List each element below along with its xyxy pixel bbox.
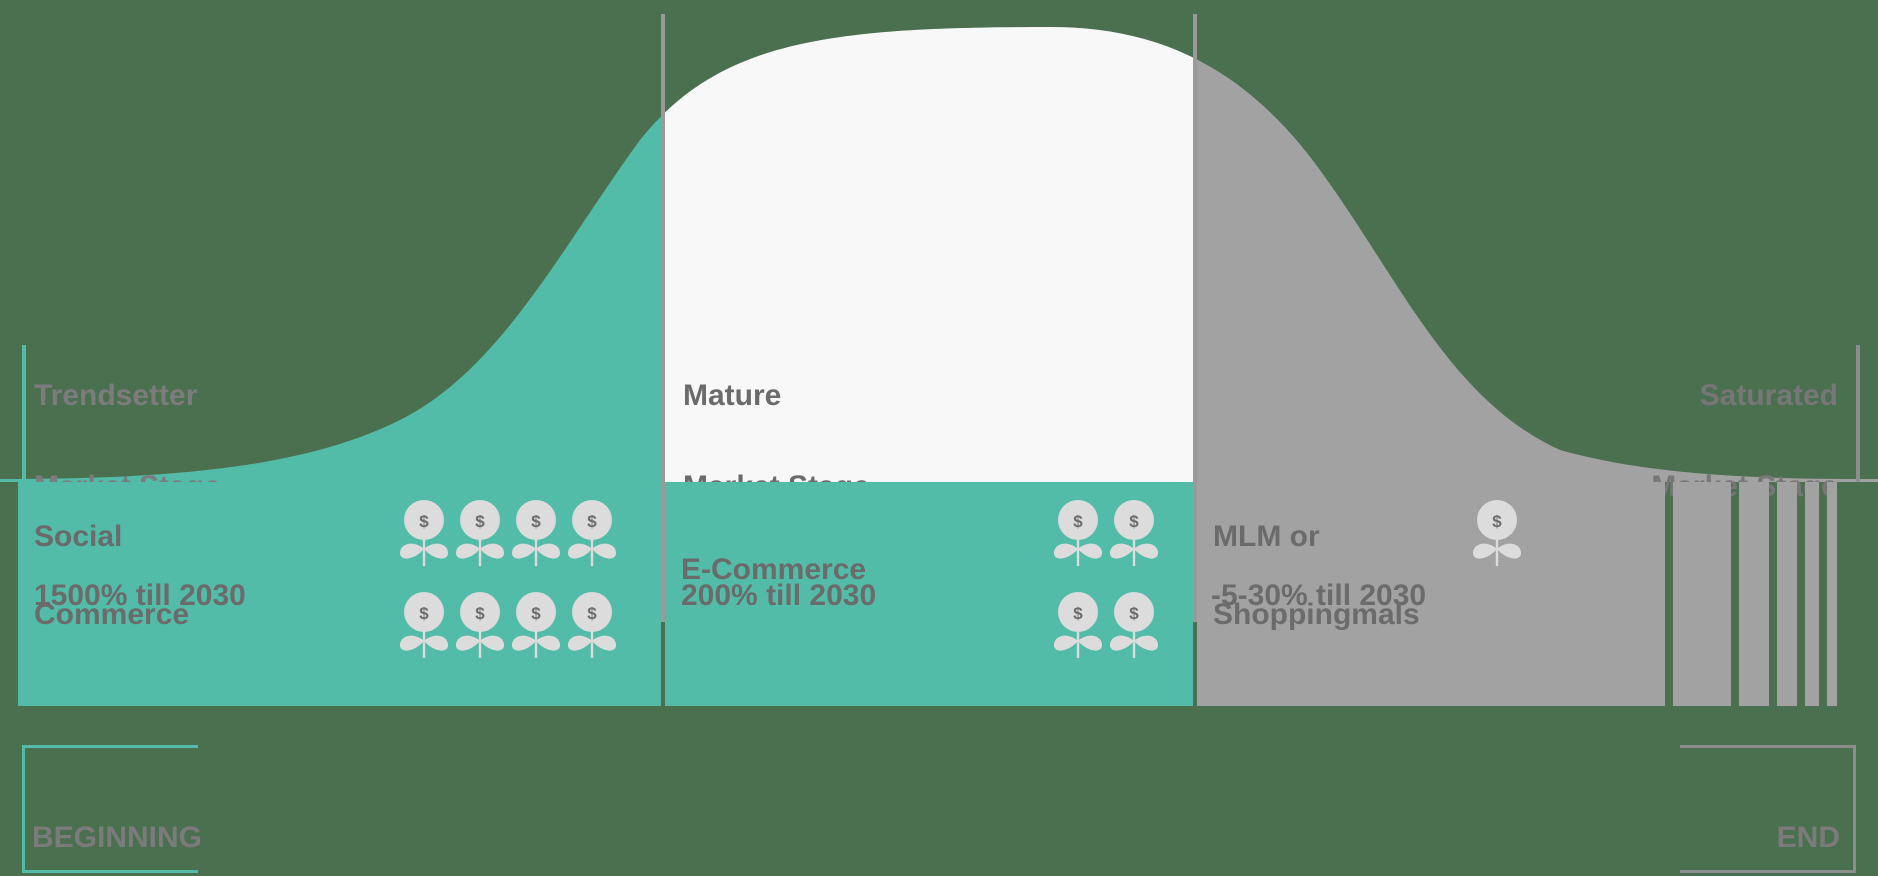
svg-text:$: $: [1492, 512, 1502, 531]
stage-label-trendsetter-line1: Trendsetter: [34, 378, 198, 412]
bar-label-mlm-line2: Shoppingmals: [1213, 598, 1420, 631]
bar-rate-social-commerce: 1500% till 2030: [34, 579, 246, 612]
bar-rate-e-commerce: 200% till 2030: [681, 579, 877, 612]
flower-group-e-commerce: $ $ $ $: [1052, 500, 1164, 684]
growth-bar-row: Social Commerce 1500% till 2030 E-Commer…: [0, 482, 1878, 706]
money-flower: $: [454, 500, 506, 570]
curve-fill-group: [0, 27, 1878, 482]
bar-rate-mlm-shoppingmals: -5-30% till 2030: [1211, 579, 1427, 612]
money-flower-icon: $: [1472, 500, 1522, 566]
bar-trailing-segment-2: [1739, 482, 1769, 706]
money-flower-icon: $: [1053, 500, 1103, 566]
svg-text:$: $: [587, 512, 597, 531]
svg-text:$: $: [419, 512, 429, 531]
money-flower: $: [566, 500, 618, 570]
bracket-beginning-bottom: [22, 870, 198, 873]
svg-text:$: $: [419, 604, 429, 623]
bar-label-mlm-line1: MLM or: [1213, 520, 1320, 553]
endpoint-label-end: END of Business: [1670, 768, 1840, 876]
money-flower-icon: $: [567, 500, 617, 566]
money-flower: $: [454, 592, 506, 662]
money-flower-icon: $: [1109, 500, 1159, 566]
bar-trailing-segment-3: [1777, 482, 1797, 706]
flower-group-social-commerce: $ $ $ $ $ $ $ $: [398, 500, 622, 684]
svg-text:$: $: [1129, 512, 1139, 531]
money-flower-icon: $: [511, 592, 561, 658]
bar-label-social-commerce: Social Commerce: [16, 478, 189, 673]
money-flower: $: [1471, 500, 1523, 570]
bracket-end-top: [1680, 745, 1856, 748]
svg-text:$: $: [1073, 512, 1083, 531]
endpoint-end-line1: END: [1776, 820, 1840, 854]
money-flower-icon: $: [1053, 592, 1103, 658]
bar-e-commerce[interactable]: [665, 482, 1193, 706]
curve-segment-saturated: [1193, 57, 1878, 482]
bar-trailing-segment-1: [1673, 482, 1731, 706]
svg-text:$: $: [475, 512, 485, 531]
svg-text:$: $: [1129, 604, 1139, 623]
money-flower: $: [1052, 500, 1104, 570]
stage-label-saturated-line1: Saturated: [1699, 378, 1838, 412]
money-flower: $: [1108, 500, 1160, 570]
money-flower: $: [1052, 592, 1104, 662]
svg-text:$: $: [475, 604, 485, 623]
axis-line-left: [22, 345, 26, 482]
money-flower: $: [566, 592, 618, 662]
curve-segment-trendsetter: [0, 116, 661, 482]
curve-segment-mature: [661, 27, 1193, 482]
svg-text:$: $: [1073, 604, 1083, 623]
money-flower: $: [1108, 592, 1160, 662]
stage-divider-1: [661, 14, 665, 622]
bracket-end-vertical: [1853, 745, 1856, 873]
bracket-end-bottom: [1680, 870, 1856, 873]
bar-label-e-commerce: E-Commerce: [663, 511, 866, 628]
bar-label-e-commerce-line1: E-Commerce: [681, 553, 867, 586]
bar-mlm-shoppingmals[interactable]: [1197, 482, 1665, 706]
endpoint-label-beginning: BEGINNING of Business: [32, 768, 202, 876]
money-flower-icon: $: [455, 500, 505, 566]
money-flower: $: [510, 592, 562, 662]
flower-group-mlm: $: [1471, 500, 1527, 592]
bracket-beginning-vertical: [22, 745, 25, 873]
bar-trailing-segment-4: [1805, 482, 1819, 706]
money-flower: $: [398, 500, 450, 570]
stage-divider-2: [1193, 14, 1197, 622]
axis-line-right: [1856, 345, 1860, 482]
endpoint-beginning-line1: BEGINNING: [32, 820, 203, 854]
money-flower-icon: $: [455, 592, 505, 658]
money-flower-icon: $: [1109, 592, 1159, 658]
bracket-end: [1678, 745, 1856, 873]
money-flower: $: [510, 500, 562, 570]
stage-label-saturated: Saturated Market Stage: [1651, 327, 1838, 555]
money-flower-icon: $: [567, 592, 617, 658]
bar-label-mlm-shoppingmals: MLM or Shoppingmals: [1195, 478, 1420, 673]
money-flower-icon: $: [399, 500, 449, 566]
svg-text:$: $: [531, 604, 541, 623]
stage-label-mature-line1: Mature: [683, 378, 782, 412]
bar-label-social-commerce-line1: Social: [34, 520, 123, 553]
bar-trailing-segment-5: [1827, 482, 1837, 706]
money-flower: $: [398, 592, 450, 662]
svg-text:$: $: [531, 512, 541, 531]
money-flower-icon: $: [399, 592, 449, 658]
bar-label-social-commerce-line2: Commerce: [34, 598, 190, 631]
svg-text:$: $: [587, 604, 597, 623]
bracket-beginning-top: [22, 745, 198, 748]
bracket-beginning: [22, 745, 200, 873]
money-flower-icon: $: [511, 500, 561, 566]
